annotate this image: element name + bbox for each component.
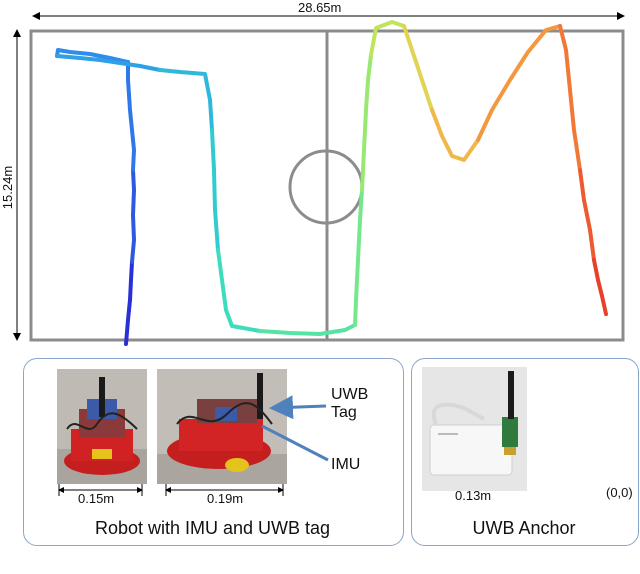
- imu-label: IMU: [331, 456, 361, 473]
- uwb-tag-label: UWB Tag: [331, 386, 369, 421]
- anchor-dimension: 0.13m: [455, 488, 492, 503]
- anchor-panel-caption: UWB Anchor: [472, 518, 576, 538]
- robot-photo-front: [57, 369, 147, 484]
- field-width-label: 28.65m: [298, 0, 342, 15]
- robot-panel-caption: Robot with IMU and UWB tag: [94, 518, 331, 538]
- robot-photo-side: [157, 369, 287, 484]
- field-height-label: 15.24m: [0, 165, 16, 210]
- robot-front-dimension: 0.15m: [78, 491, 115, 506]
- origin-label: (0,0): [606, 485, 633, 500]
- robot-trajectory: [55, 20, 608, 346]
- uwb-anchor-photo: [422, 367, 527, 491]
- robot-side-dimension: 0.19m: [207, 491, 244, 506]
- field-diagram: [13, 12, 625, 346]
